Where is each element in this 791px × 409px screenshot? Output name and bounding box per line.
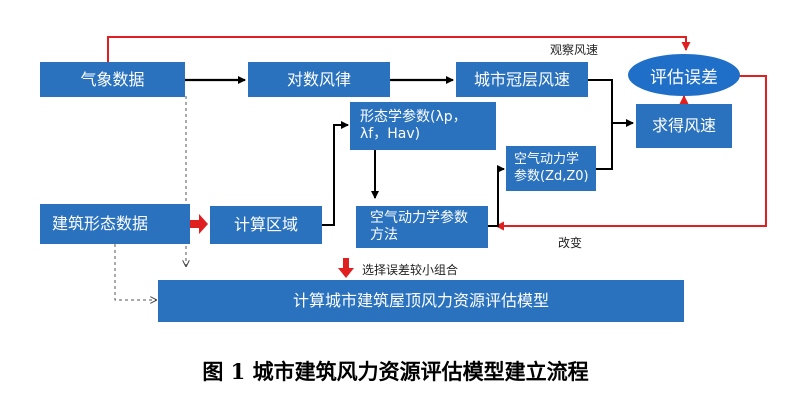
morphology-params-line1: 形态学参数(λp， [360,108,467,125]
aero-method-box: 空气动力学参数 方法 [356,206,488,248]
aero-method-line2: 方法 [370,227,398,243]
observed-wind-arrow [107,36,691,62]
urban-canopy-wind-box: 城市冠层风速 [456,62,588,97]
building-dashed-arrow [114,244,156,300]
obtain-wind-box: 求得风速 [636,104,732,148]
aero-params-zd-line2: 参数(Zd,Z0) [514,168,589,184]
aero-params-zd-line1: 空气动力学 [514,152,580,168]
figure-caption: 图 1 城市建筑风力资源评估模型建立流程 [202,359,589,384]
change-arrow [495,75,767,231]
log-wind-law-box: 对数风律 [248,62,390,97]
calc-area-box: 计算区域 [210,206,322,244]
aero-params-zd-box: 空气动力学 参数(Zd,Z0) [506,146,596,191]
select-combination-arrow [338,258,354,278]
zd-to-obtain-arrow [596,123,613,170]
building-morphology-label: 建筑形态数据 [52,214,149,233]
aero-method-line1: 空气动力学参数 [370,209,468,226]
area-to-morph-arrow [322,121,349,226]
morphology-params-box: 形态学参数(λp， λf，Hav) [350,102,496,150]
building-to-area-arrow [190,214,208,234]
urban-canopy-wind-label: 城市冠层风速 [473,69,570,89]
evaluate-error-label: 评估误差 [650,67,718,88]
model-box: 计算城市建筑屋顶风力资源评估模型 [158,280,684,322]
observed-wind-label: 观察风速 [550,43,599,57]
weather-data-box: 气象数据 [40,62,185,97]
aero-to-zd-arrow [488,165,505,227]
evaluate-error-ellipse: 评估误差 [628,54,740,96]
weather-data-label: 气象数据 [80,69,145,89]
model-label: 计算城市建筑屋顶风力资源评估模型 [292,291,549,310]
change-label: 改变 [558,236,583,250]
select-combination-label: 选择误差较小组合 [362,263,459,277]
log-wind-law-label: 对数风律 [286,69,351,89]
calc-area-label: 计算区域 [233,215,298,234]
canopy-to-obtain-arrow [588,79,634,127]
morphology-params-line2: λf，Hav) [360,126,421,142]
obtain-wind-label: 求得风速 [651,116,716,135]
building-morphology-box: 建筑形态数据 [40,204,190,244]
